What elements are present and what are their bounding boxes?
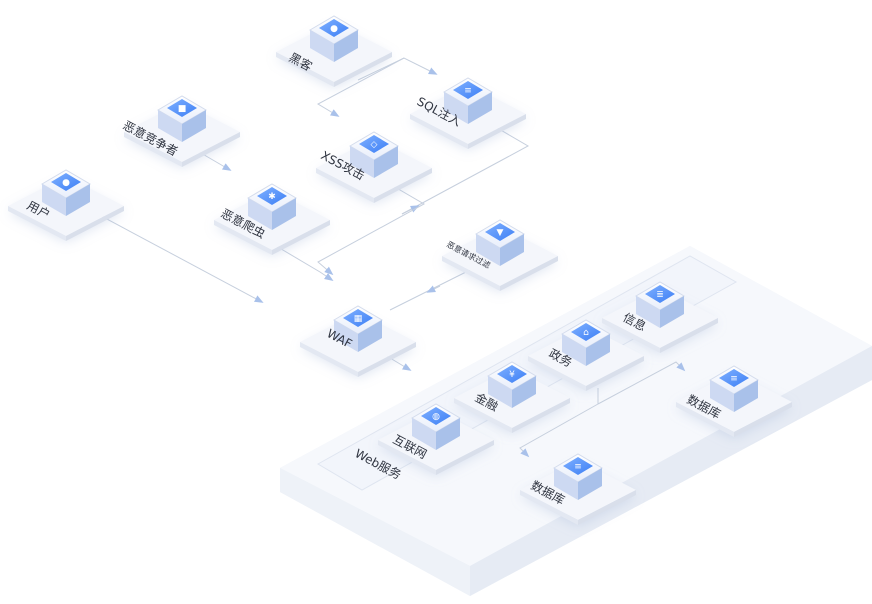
node-info: ≣ [602, 281, 718, 353]
node-db-bottom: ≡ [520, 453, 636, 525]
code-icon: ◇ [371, 140, 378, 150]
node-crawler: ✱ [214, 183, 330, 255]
globe-icon: ◍ [432, 412, 440, 422]
node-sql-injection: ≡ [410, 77, 526, 149]
node-finance: ¥ [454, 361, 570, 433]
node-internet: ◍ [378, 403, 494, 475]
firewall-icon: ▦ [354, 314, 363, 324]
node-filter: ▼ [442, 219, 558, 291]
government-icon: ⌂ [583, 328, 589, 338]
user-icon: ● [62, 178, 70, 188]
database-icon: ≡ [730, 374, 738, 384]
node-hacker: ● [276, 15, 392, 87]
funnel-icon: ▼ [497, 228, 504, 238]
node-user: ● [8, 169, 124, 241]
database-icon: ≡ [464, 86, 472, 96]
service-platform [280, 246, 872, 596]
lock-icon: ■ [178, 104, 187, 114]
node-competitor: ■ [124, 95, 240, 167]
node-waf: ▦ [300, 305, 416, 377]
document-icon: ≣ [656, 290, 664, 300]
node-xss: ◇ [316, 131, 432, 203]
yen-icon: ¥ [509, 370, 515, 380]
node-db-right: ≡ [676, 365, 792, 437]
database-icon: ≡ [574, 462, 582, 472]
bug-icon: ✱ [268, 192, 276, 202]
user-icon: ● [330, 24, 338, 34]
node-gov: ⌂ [528, 319, 644, 391]
